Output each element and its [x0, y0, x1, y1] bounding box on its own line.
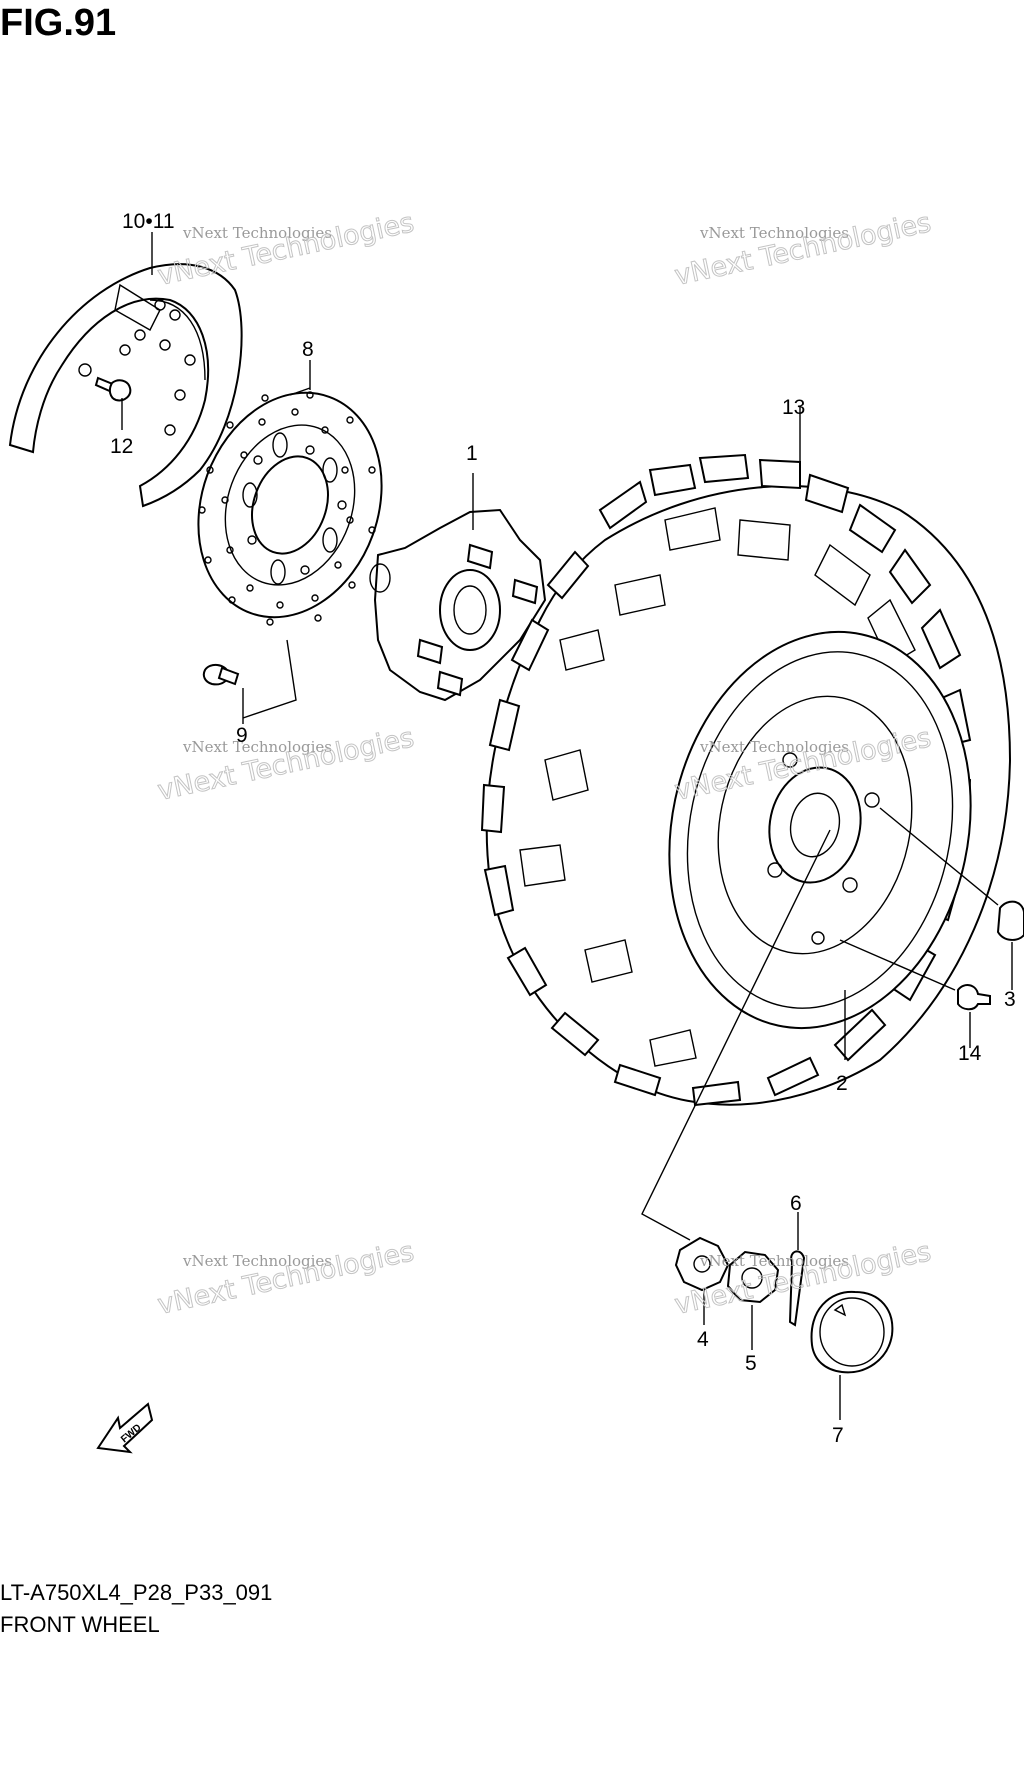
- wheel-nut: [996, 900, 1024, 941]
- callout-7: 7: [832, 1424, 844, 1447]
- section-name: FRONT WHEEL: [0, 1612, 160, 1637]
- model-code: LT-A750XL4_P28_P33_091: [0, 1580, 273, 1605]
- cotter-pin: [788, 1250, 806, 1327]
- svg-text:vNext Technologies: vNext Technologies: [182, 224, 332, 242]
- callout-6: 6: [790, 1192, 802, 1215]
- callout-5: 5: [745, 1352, 757, 1375]
- disc-bolt: [202, 664, 240, 686]
- lock-washer: [674, 1236, 730, 1292]
- callout-3: 3: [1004, 988, 1016, 1011]
- castle-nut: [726, 1250, 780, 1304]
- brake-disc-cover: [8, 263, 243, 508]
- svg-text:vNext Technologies: vNext Technologies: [155, 207, 417, 292]
- callout-4: 4: [697, 1328, 709, 1351]
- cover-bolt: [94, 376, 132, 402]
- callout-14: 14: [958, 1042, 982, 1065]
- callout-10-11: 10•11: [122, 210, 175, 233]
- svg-text:vNext Technologies: vNext Technologies: [155, 1236, 417, 1321]
- callout-12: 12: [110, 435, 133, 458]
- callout-13: 13: [782, 396, 805, 419]
- callout-1: 1: [466, 442, 478, 465]
- callout-9: 9: [236, 724, 248, 747]
- fwd-arrow: FWD: [96, 1402, 154, 1454]
- figure-title: FIG.91: [0, 2, 117, 44]
- svg-text:vNext Technologies: vNext Technologies: [155, 722, 417, 807]
- wheel-hub: [369, 508, 547, 702]
- tire-and-wheel: [480, 453, 1012, 1107]
- callout-8: 8: [302, 338, 314, 361]
- callout-2: 2: [836, 1072, 848, 1095]
- svg-text:vNext Technologies: vNext Technologies: [699, 224, 849, 242]
- svg-text:vNext Technologies: vNext Technologies: [182, 1252, 332, 1270]
- svg-text:vNext Technologies: vNext Technologies: [699, 738, 849, 756]
- svg-text:vNext Technologies: vNext Technologies: [182, 738, 332, 756]
- svg-text:vNext Technologies: vNext Technologies: [699, 1252, 849, 1270]
- svg-text:vNext Technologies: vNext Technologies: [672, 207, 934, 292]
- valve-stem: [957, 984, 991, 1011]
- hub-cap: [810, 1290, 894, 1374]
- brake-disc: [197, 391, 383, 626]
